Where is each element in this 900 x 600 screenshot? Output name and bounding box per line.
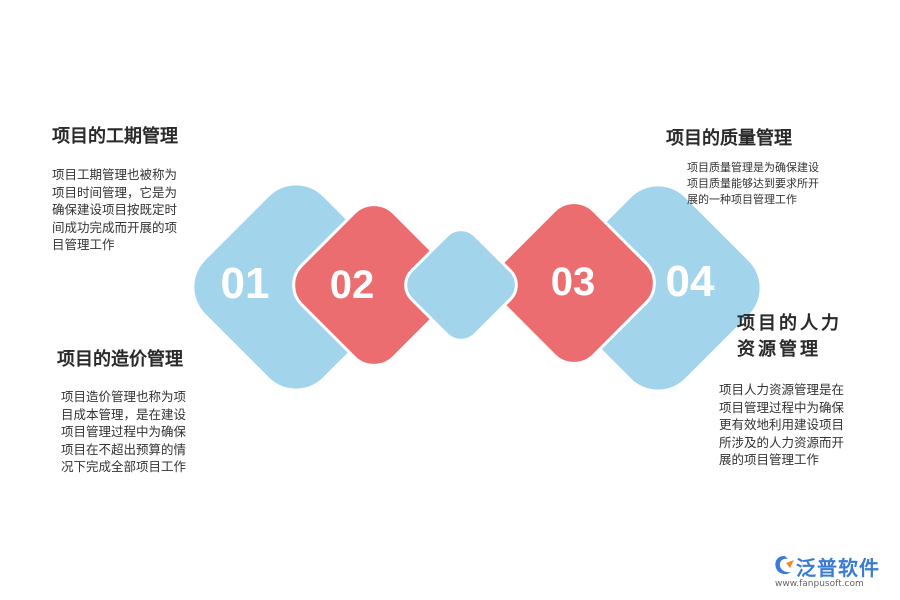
desc-cost-line: 项目在不超出预算的情 — [61, 441, 187, 457]
desc-quality: 项目质量管理是为确保建设 项目质量能够达到要求所开 展的一种项目管理工作 — [687, 160, 819, 208]
title-cost: 项目的造价管理 — [57, 349, 183, 370]
desc-schedule-line: 目管理工作 — [52, 237, 115, 252]
desc-quality-line: 项目质量管理是为确保建设 — [687, 161, 819, 174]
desc-hr: 项目人力资源管理是在 项目管理过程中为确保 更有效地利用建设项目 所涉及的人力资… — [719, 381, 844, 469]
title-quality: 项目的质量管理 — [666, 128, 792, 149]
desc-schedule: 项目工期管理也被称为 项目时间管理，它是为 确保建设项目按既定时 间成功完成而开… — [52, 166, 177, 254]
desc-cost-line: 项目造价管理也称为项 — [61, 389, 187, 404]
title-hr: 项目的人力 资源管理 — [737, 311, 842, 363]
number-04: 04 — [666, 257, 715, 306]
number-01: 01 — [221, 259, 270, 308]
number-03: 03 — [551, 260, 596, 304]
desc-quality-line: 展的一种项目管理工作 — [687, 193, 797, 206]
diamond-center-shape — [404, 228, 518, 342]
desc-hr-line: 所涉及的人力资源而开 — [719, 434, 845, 450]
desc-schedule-line: 确保建设项目按既定时 — [52, 202, 178, 217]
diamond-center — [404, 228, 518, 342]
desc-cost-line: 项目管理过程中为确保 — [61, 424, 187, 439]
diamond-02 — [292, 203, 456, 367]
desc-schedule-line: 间成功完成而开展的项 — [52, 219, 178, 235]
brand-logo: 泛普软件 www.fanpusoft.com — [766, 552, 894, 594]
desc-cost: 项目造价管理也称为项 目成本管理，是在建设 项目管理过程中为确保 项目在不超出预… — [61, 388, 186, 476]
brand-url: www.fanpusoft.com — [775, 579, 864, 589]
desc-schedule-line: 项目工期管理也被称为 — [52, 167, 178, 182]
title-hr-line: 资源管理 — [737, 339, 821, 360]
brand-logo-icon — [775, 556, 794, 575]
desc-cost-line: 况下完成全部项目工作 — [61, 459, 187, 474]
diamond-03-shape — [492, 201, 656, 365]
desc-hr-line: 项目管理过程中为确保 — [719, 399, 845, 415]
desc-cost-line: 目成本管理，是在建设 — [61, 406, 187, 422]
number-02: 02 — [330, 263, 375, 307]
desc-hr-line: 展的项目管理工作 — [719, 452, 820, 467]
brand-name: 泛普软件 — [796, 556, 880, 580]
desc-schedule-line: 项目时间管理，它是为 — [52, 184, 178, 200]
diamond-02-shape — [292, 203, 456, 367]
desc-quality-line: 项目质量能够达到要求所开 — [687, 177, 819, 190]
title-hr-line: 项目的人力 — [737, 313, 842, 334]
title-schedule: 项目的工期管理 — [52, 126, 178, 147]
diamond-03 — [492, 201, 656, 365]
desc-hr-line: 项目人力资源管理是在 — [719, 382, 845, 397]
desc-hr-line: 更有效地利用建设项目 — [719, 417, 845, 432]
